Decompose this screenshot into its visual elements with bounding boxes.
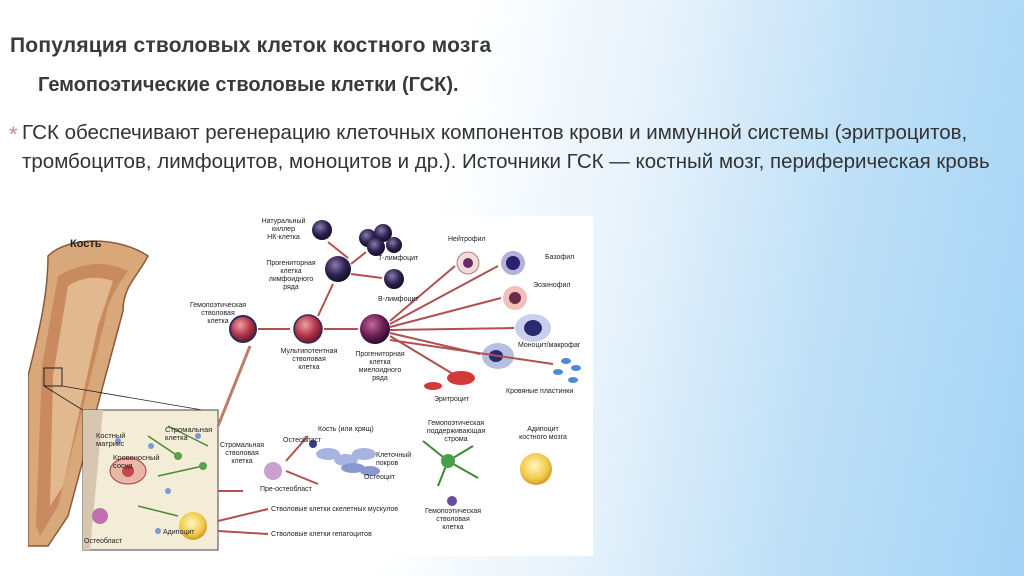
label-support-stroma: Гемопоэтическая поддерживающая строма — [426, 420, 486, 443]
label-nk-cell: Натуральный киллер НК-клетка — [261, 218, 306, 241]
lineage-arrows — [216, 241, 554, 535]
label-hepatocyte-stem: Стволовые клетки гепатоцитов — [271, 531, 372, 538]
stem-cell-diagram: Кость Натуральный киллер НК-клетка Т-лим… — [28, 216, 593, 556]
label-lymphoid-progenitor: Прогениторная клетка лимфоидного ряда — [266, 260, 316, 291]
bullet-marker: * — [9, 122, 18, 147]
hematopoietic-cells — [229, 220, 581, 390]
label-hsc-2: Гемопоэтическая стволовая клетка — [424, 508, 482, 531]
label-adipocyte: Адипоцит — [163, 529, 195, 536]
label-stromal-cell: Стромальная клетка — [165, 425, 213, 442]
label-osteoblast-2: Остеобласт — [283, 437, 322, 444]
slide-title: Популяция стволовых клеток костного мозг… — [10, 34, 492, 57]
diagram-graphics — [28, 220, 581, 551]
label-eosinophil: Эозинофил — [533, 282, 571, 289]
label-bone-matrix: Костный матрикс — [96, 431, 126, 448]
label-multipotent: Мультипотентная стволовая клетка — [280, 348, 338, 371]
bone-illustration — [28, 240, 215, 547]
label-b-lymphocyte: В-лимфоцит — [378, 296, 419, 303]
label-skeletal-muscle-stem: Стволовые клетки скелетных мускулов — [271, 506, 398, 513]
label-marrow-adipocyte: Адипоцит костного мозга — [519, 426, 567, 441]
slide-subtitle: Гемопоэтические стволовые клетки (ГСК). — [38, 74, 459, 96]
stromal-lineage — [264, 440, 552, 506]
label-monocyte: Моноцит/макрофаг — [518, 342, 581, 349]
label-cell-cover: Клеточный покров — [376, 452, 412, 467]
label-blood-vessel: Кровеносный сосуд — [113, 453, 160, 470]
label-bone-or-cartilage: Кость (или хрящ) — [318, 426, 374, 433]
label-stromal-stem-cell: Стромальная стволовая клетка — [219, 442, 265, 465]
bullet-text: ГСК обеспечивают регенерацию клеточных к… — [22, 121, 990, 173]
label-myeloid-progenitor: Прогениторная клетка миелоидного ряда — [355, 351, 405, 382]
label-osteocyte: Остеоцит — [364, 474, 395, 481]
label-hsc: Гемопоэтическая стволовая клетка — [189, 302, 247, 325]
label-osteoblast: Остеобласт — [84, 538, 123, 545]
label-t-lymphocyte: Т-лимфоцит — [378, 255, 419, 262]
label-erythrocyte: Эритроцит — [434, 396, 469, 403]
label-basophil: Базофил — [545, 254, 575, 261]
marrow-inset — [82, 409, 219, 551]
label-neutrophil: Нейтрофил — [448, 236, 486, 243]
label-pre-osteoblast: Пре-остеобласт — [260, 486, 312, 493]
label-bone: Кость — [70, 238, 102, 250]
label-platelets: Кровяные пластинки — [506, 388, 574, 395]
